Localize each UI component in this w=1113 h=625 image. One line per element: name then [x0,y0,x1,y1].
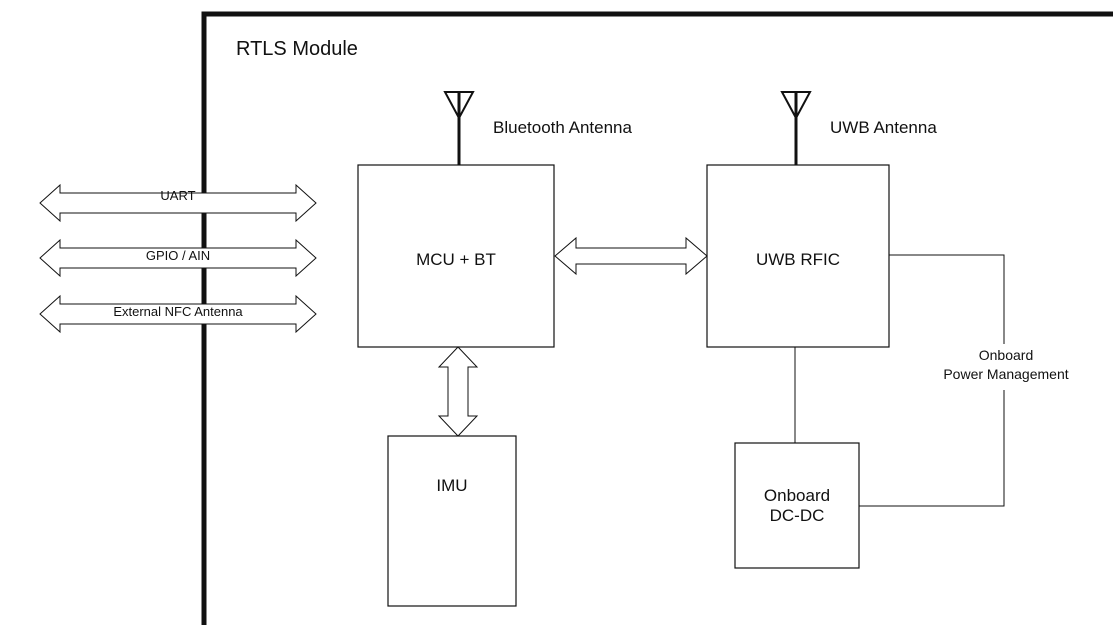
uwb-rfic-block [706,164,890,348]
onboard-dcdc-label: Onboard DC-DC [735,486,859,525]
uart-label: UART [160,188,196,203]
mcu-imu-link-arrow [437,346,479,437]
bluetooth-antenna-label: Bluetooth Antenna [493,118,632,137]
power-management-label: Onboard Power Management [908,346,1104,384]
imu-label: IMU [436,476,468,495]
power-label-line1: Onboard [978,347,1034,363]
module-boundary [201,11,1113,625]
power-label-line2: Power Management [943,365,1069,382]
external-nfc-antenna-label: External NFC Antenna [113,304,243,319]
uwb-antenna-label: UWB Antenna [830,118,937,137]
dcdc-label-line2: DC-DC [769,505,825,525]
uart-arrow [39,183,317,223]
bluetooth-antenna-icon [443,91,475,165]
dcdc-label-line1: Onboard [763,486,831,505]
gpio-ain-arrow [39,238,317,278]
mcu-bt-block [357,164,555,348]
imu-block [387,435,517,607]
uwb-antenna-icon [780,91,812,165]
gpio-ain-label: GPIO / AIN [145,248,211,263]
onboard-dcdc-block [734,442,860,569]
module-title: RTLS Module [236,38,358,60]
mcu-uwb-link-arrow [554,236,708,276]
power-label-backdrop [914,344,1098,390]
mcu-bt-label: MCU + BT [416,250,496,269]
external-nfc-antenna-arrow [39,294,317,334]
uwb-rfic-label: UWB RFIC [755,250,841,269]
